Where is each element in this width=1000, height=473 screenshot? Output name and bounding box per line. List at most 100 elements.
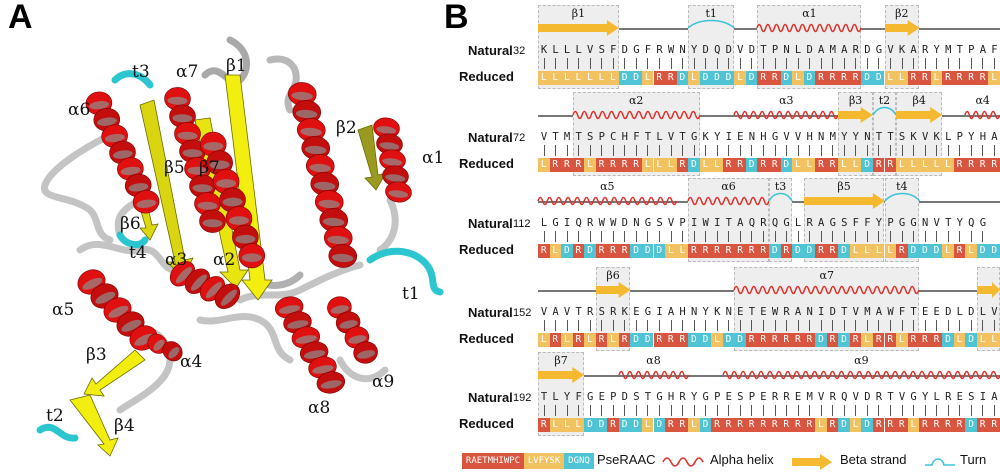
reduced-residue: D (942, 333, 954, 347)
reduced-residue: R (803, 418, 816, 432)
helix-shade (320, 380, 342, 389)
alignment-bar (555, 320, 557, 331)
alignment-bar (659, 231, 660, 242)
alignment-bar (739, 58, 741, 69)
residue: V (794, 131, 802, 143)
alignment-bar (786, 231, 788, 242)
residue: R (852, 44, 859, 56)
residue: L (945, 131, 952, 143)
residue: D (621, 44, 628, 56)
reduced-residue: D (630, 333, 642, 347)
reduced-residue: R (769, 418, 781, 432)
helix-shade (278, 305, 301, 314)
helix-a7 (164, 87, 226, 233)
alignment-bar (809, 405, 811, 416)
alignment-bar (970, 320, 972, 331)
helix-shade (228, 216, 249, 225)
residue: E (598, 391, 605, 403)
residue: A (979, 44, 987, 56)
alignment-bar (913, 231, 915, 242)
helix-shade (388, 190, 409, 198)
alignment-bar (936, 58, 938, 69)
residue: S (841, 217, 848, 229)
coil-loop (376, 196, 399, 254)
alignment-bar (890, 320, 891, 331)
residue: M (829, 131, 836, 143)
alignment-bar (751, 145, 753, 156)
reduced-residue: L (942, 244, 954, 258)
residue: N (679, 44, 686, 56)
residue: T (575, 306, 582, 318)
alignment-bar (832, 231, 834, 242)
alignment-bar (901, 320, 903, 331)
reduced-residue: D (676, 71, 689, 85)
panel-a-letter: A (8, 0, 33, 36)
reduced-residue: D (803, 244, 816, 258)
alignment-bar (809, 145, 811, 156)
helix-shade (168, 347, 180, 359)
residue: V (587, 44, 594, 56)
reduced-residue: R (815, 71, 827, 85)
alignment-bar (543, 320, 545, 331)
residue: S (633, 391, 640, 403)
alignment-bar (762, 405, 764, 416)
alignment-bar (878, 320, 880, 331)
helix-shade (187, 166, 208, 175)
residue: G (829, 217, 836, 229)
strand-b4 (69, 394, 119, 457)
alignment-bar (739, 231, 741, 242)
alignment-bar (762, 58, 764, 69)
reduced-residue: R (884, 158, 896, 172)
reduced-residue: R (549, 333, 562, 347)
reduced-residue: L (641, 71, 654, 85)
residue: V (852, 306, 859, 318)
alignment-bar (682, 145, 684, 156)
alignment-bar (982, 320, 984, 331)
residue: R (587, 306, 594, 318)
residue: G (771, 131, 779, 143)
reduced-residue: L (896, 158, 908, 172)
alignment-bar (601, 145, 603, 156)
reduced-residue: L (538, 71, 550, 85)
residue: N (783, 44, 790, 56)
reduced-residue: R (745, 333, 758, 347)
alignment-bar (739, 145, 741, 156)
residue: T (887, 131, 894, 143)
alignment-bar (901, 58, 903, 69)
alignment-bar (705, 231, 707, 242)
reduced-residue: R (976, 418, 989, 432)
alignment-bar (705, 58, 707, 69)
alignment-bar (855, 405, 857, 416)
coil-loop (41, 131, 114, 244)
alignment-bar (751, 58, 753, 69)
residue: T (760, 44, 767, 56)
residue: P (968, 44, 975, 56)
helix-shade (287, 320, 309, 329)
reduced-residue: L (665, 244, 677, 258)
helix-shade (128, 183, 149, 192)
alignment-bar (832, 145, 834, 156)
helix-shade (327, 235, 349, 245)
reduced-residue: R (919, 418, 931, 432)
panel-b-letter: B (444, 0, 469, 36)
alignment-bar (578, 405, 580, 416)
residue: K (910, 131, 917, 143)
residue: L (933, 391, 940, 403)
residue: T (575, 131, 582, 143)
residue: Q (771, 217, 779, 229)
residue: S (968, 391, 975, 403)
element-label: α4 (975, 94, 990, 107)
alignment-bar (832, 320, 834, 331)
strand-glyph (976, 282, 1000, 298)
reduced-residue: R (572, 244, 585, 258)
alignment-bar (682, 320, 684, 331)
turn-glyph (883, 192, 920, 202)
residue: F (991, 44, 998, 56)
reduced-residue: R (618, 244, 631, 258)
residue: A (991, 391, 998, 403)
reduced-residue: L (653, 158, 665, 172)
alignment-bar (543, 145, 545, 156)
residue: D (725, 44, 732, 56)
alignment-bar (647, 145, 649, 156)
reduced-residue: D (838, 244, 850, 258)
